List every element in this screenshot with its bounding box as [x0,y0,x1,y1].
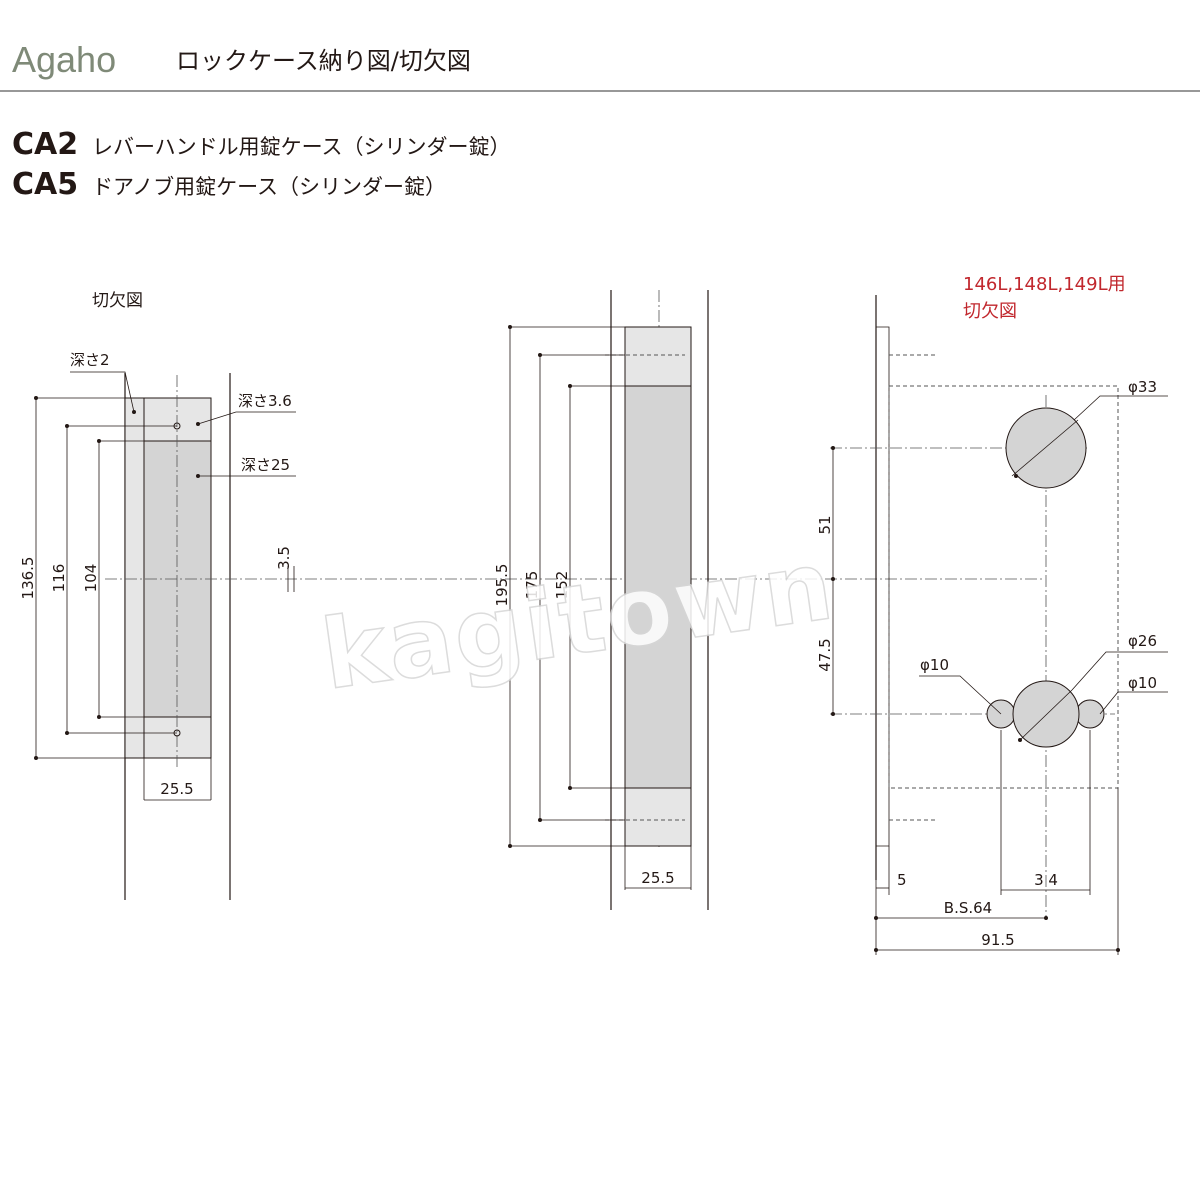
dim-34: 3 4 [1034,871,1058,889]
handle-hole-phi33 [1005,407,1087,489]
dim-91_5: 91.5 [981,931,1014,949]
phi10-right-label: φ10 [1128,674,1157,692]
depth3_6-label: 深さ3.6 [238,392,292,410]
phi33-label: φ33 [1128,378,1157,396]
page-title: ロックケース納り図/切欠図 [176,47,471,75]
dim-51: 51 [816,515,834,534]
model-desc-ca5: ドアノブ用錠ケース（シリンダー錠） [92,175,446,199]
dim-152: 152 [553,571,571,600]
lockcase-body [624,385,692,789]
left-view-title: 切欠図 [92,291,143,311]
watermark: kagitown [315,529,841,712]
dim-104: 104 [82,564,100,593]
brand-logo: Agaho [12,39,116,80]
depth2-recess [124,397,145,759]
depth3_6-top-recess [143,397,212,442]
dim-3_5: 3.5 [275,546,293,570]
phi10-left-label: φ10 [920,656,949,674]
phi26-label: φ26 [1128,632,1157,650]
left-cutout-view: 切欠図 深さ2 深さ3.6 深さ25 136.5 [19,291,296,900]
lockcase-outline [888,385,1119,789]
cylinder-hole-right-phi10 [1075,699,1105,729]
dim-116: 116 [50,564,68,593]
dim-25_5-middle: 25.5 [641,869,674,887]
right-view-title-line1: 146L,148L,149L用 [963,274,1126,295]
model-code-ca2: CA2 [12,127,78,162]
dim-175: 175 [523,571,541,600]
model-code-ca5: CA5 [12,167,78,202]
dim-bs64: B.S.64 [944,899,992,917]
depth25-label: 深さ25 [241,456,290,474]
depth25-cutout [143,397,212,759]
dim-25_5-left: 25.5 [160,780,193,798]
dim-195_5: 195.5 [493,564,511,607]
depth3_6-bottom-recess [143,716,212,759]
right-view-title-line2: 切欠図 [963,301,1017,322]
dim-136_5: 136.5 [19,557,37,600]
middle-lockcase-view: 195.5 175 152 25.5 [493,290,709,910]
dim-5: 5 [897,871,907,889]
depth2-label: 深さ2 [70,351,110,369]
model-desc-ca2: レバーハンドル用錠ケース（シリンダー錠） [92,135,511,159]
right-cutout-view: 146L,148L,149L用 切欠図 φ33 φ26 φ10 φ10 51 [816,274,1168,955]
dim-47_5: 47.5 [816,638,834,671]
